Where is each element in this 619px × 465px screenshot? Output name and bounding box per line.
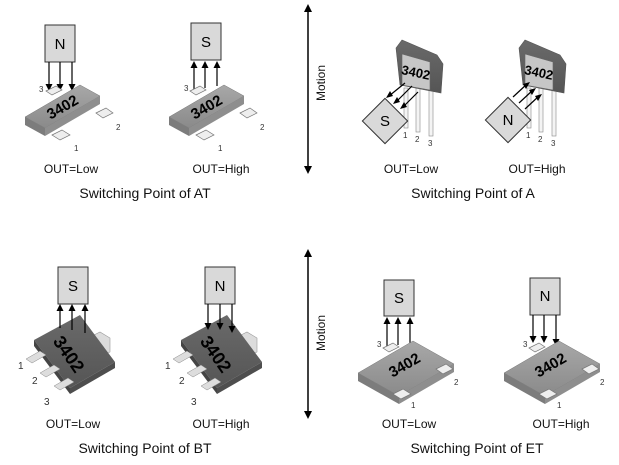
output-label: OUT=High xyxy=(532,417,590,431)
motion-arrow-bottom xyxy=(304,249,312,419)
output-label: OUT=Low xyxy=(381,417,437,431)
at-low-case: N 3402 3 2 1 xyxy=(24,24,121,153)
et-low-case: S 3402 3 2 1 xyxy=(357,279,459,410)
svg-text:S: S xyxy=(394,290,404,307)
svg-text:1: 1 xyxy=(218,144,223,153)
field-arrows-out xyxy=(386,82,419,109)
sot89-package: 3402 1 2 3 xyxy=(18,315,115,408)
svg-text:1: 1 xyxy=(557,401,562,410)
motion-label-top: Motion xyxy=(314,64,329,102)
to92-package: 3402 1 2 3 xyxy=(395,39,444,148)
sot89-package: 3402 1 2 3 xyxy=(165,315,262,408)
field-arrows-down xyxy=(45,62,76,91)
output-label: OUT=High xyxy=(508,162,566,176)
svg-text:N: N xyxy=(215,278,226,295)
to92-package: 3402 1 2 3 xyxy=(518,39,567,148)
field-arrows-up xyxy=(56,304,89,333)
panel-title-at: Switching Point of AT xyxy=(79,185,211,201)
svg-text:3: 3 xyxy=(44,397,50,408)
field-arrows-in xyxy=(512,82,542,110)
svg-text:2: 2 xyxy=(260,123,265,132)
svg-text:1: 1 xyxy=(403,131,408,140)
output-label: OUT=Low xyxy=(45,417,101,431)
svg-text:1: 1 xyxy=(526,131,531,140)
svg-text:2: 2 xyxy=(116,123,121,132)
bt-low-case: S 3402 1 2 3 xyxy=(18,266,115,408)
sot23-package: 3402 3 2 1 xyxy=(357,340,459,410)
motion-arrow-top xyxy=(304,4,312,174)
at-high-case: S 3402 3 2 1 xyxy=(168,22,265,153)
sot23-package: 3402 3 2 1 xyxy=(168,84,265,153)
a-high-case: 3402 1 2 3 N xyxy=(484,39,567,148)
svg-text:3: 3 xyxy=(551,139,556,148)
field-arrows-down xyxy=(529,315,560,346)
svg-text:3: 3 xyxy=(39,85,44,94)
svg-text:N: N xyxy=(503,112,514,129)
magnet-n xyxy=(204,266,236,305)
output-label: OUT=Low xyxy=(43,162,99,176)
svg-text:2: 2 xyxy=(415,135,420,144)
svg-text:3: 3 xyxy=(191,397,197,408)
svg-text:1: 1 xyxy=(165,361,171,372)
magnet-n xyxy=(484,96,532,144)
svg-text:2: 2 xyxy=(454,378,459,387)
svg-text:3: 3 xyxy=(377,340,382,349)
magnet-n xyxy=(44,24,76,63)
panel-title-a: Switching Point of A xyxy=(411,185,535,201)
svg-text:S: S xyxy=(201,34,211,51)
svg-text:2: 2 xyxy=(538,135,543,144)
panel-title-et: Switching Point of ET xyxy=(410,440,544,456)
field-arrows-down xyxy=(204,304,236,333)
svg-text:3: 3 xyxy=(428,139,433,148)
magnet-n xyxy=(529,277,561,316)
magnet-s xyxy=(190,22,222,61)
magnet-s xyxy=(57,266,89,305)
svg-text:N: N xyxy=(540,288,551,305)
magnet-label: N xyxy=(55,36,66,53)
svg-text:3: 3 xyxy=(184,84,189,93)
svg-text:3: 3 xyxy=(523,340,528,349)
svg-text:2: 2 xyxy=(179,376,185,387)
svg-text:1: 1 xyxy=(74,144,79,153)
svg-text:3402: 3402 xyxy=(523,62,554,83)
magnet-s xyxy=(361,97,409,145)
field-arrows-up xyxy=(383,317,414,347)
sot23-package: 3402 3 2 1 xyxy=(24,84,121,153)
output-label: OUT=High xyxy=(192,162,250,176)
field-arrows-up xyxy=(190,61,221,90)
a-low-case: 3402 1 2 3 S xyxy=(361,39,444,148)
svg-text:1: 1 xyxy=(411,401,416,410)
svg-text:S: S xyxy=(68,278,78,295)
svg-text:3402: 3402 xyxy=(400,62,431,83)
et-high-case: N 3402 3 2 1 xyxy=(503,277,605,410)
output-label: OUT=High xyxy=(192,417,250,431)
panel-title-bt: Switching Point of BT xyxy=(78,440,212,456)
svg-text:2: 2 xyxy=(600,378,605,387)
output-label: OUT=Low xyxy=(383,162,439,176)
bt-high-case: N 3402 1 2 3 xyxy=(165,266,262,408)
svg-text:S: S xyxy=(380,113,390,130)
magnet-s xyxy=(383,279,415,317)
motion-label-bottom: Motion xyxy=(314,314,329,352)
svg-text:1: 1 xyxy=(18,361,24,372)
sot23-package: 3402 3 2 1 xyxy=(503,340,605,410)
svg-text:2: 2 xyxy=(32,376,38,387)
